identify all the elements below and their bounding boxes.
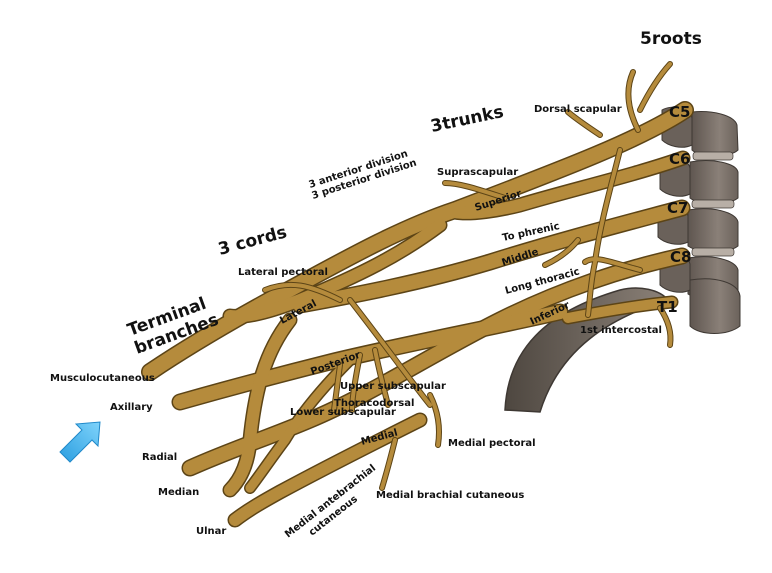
arrow-up-right-icon <box>59 421 101 463</box>
branch-label-medial-brachial-cutaneous: Medial brachial cutaneous <box>376 490 524 501</box>
branch-label-upper-subscapular: Upper subscapular <box>340 381 446 392</box>
first-rib <box>504 287 670 413</box>
root-label-c6: C6 <box>669 150 690 168</box>
branch-label-dorsal-scapular: Dorsal scapular <box>534 104 622 115</box>
branch-label-first-intercostal: 1st intercostal <box>580 325 662 336</box>
root-label-c8: C8 <box>670 248 691 266</box>
nerve-network <box>141 61 694 528</box>
branch-label-lateral-pectoral: Lateral pectoral <box>238 267 328 278</box>
terminal-label-ulnar: Ulnar <box>196 526 226 537</box>
heading-cords: 3 cords <box>216 222 289 259</box>
root-label-t1: T1 <box>657 298 678 316</box>
terminal-label-median: Median <box>158 487 199 498</box>
heading-roots: 5roots <box>640 29 702 49</box>
heading-trunks: 3trunks <box>429 102 506 137</box>
root-label-c5: C5 <box>669 103 690 121</box>
terminal-label-musculocutaneous: Musculocutaneous <box>50 373 155 384</box>
branch-label-suprascapular: Suprascapular <box>437 167 518 178</box>
branch-label-medial-pectoral: Medial pectoral <box>448 438 536 449</box>
branch-label-thoracodorsal: Thoracodorsal <box>334 398 414 409</box>
terminal-label-axillary: Axillary <box>110 402 153 413</box>
branch-label-lower-subscapular: Lower subscapular <box>290 407 396 418</box>
root-label-c7: C7 <box>667 199 688 217</box>
terminal-label-radial: Radial <box>142 452 177 463</box>
